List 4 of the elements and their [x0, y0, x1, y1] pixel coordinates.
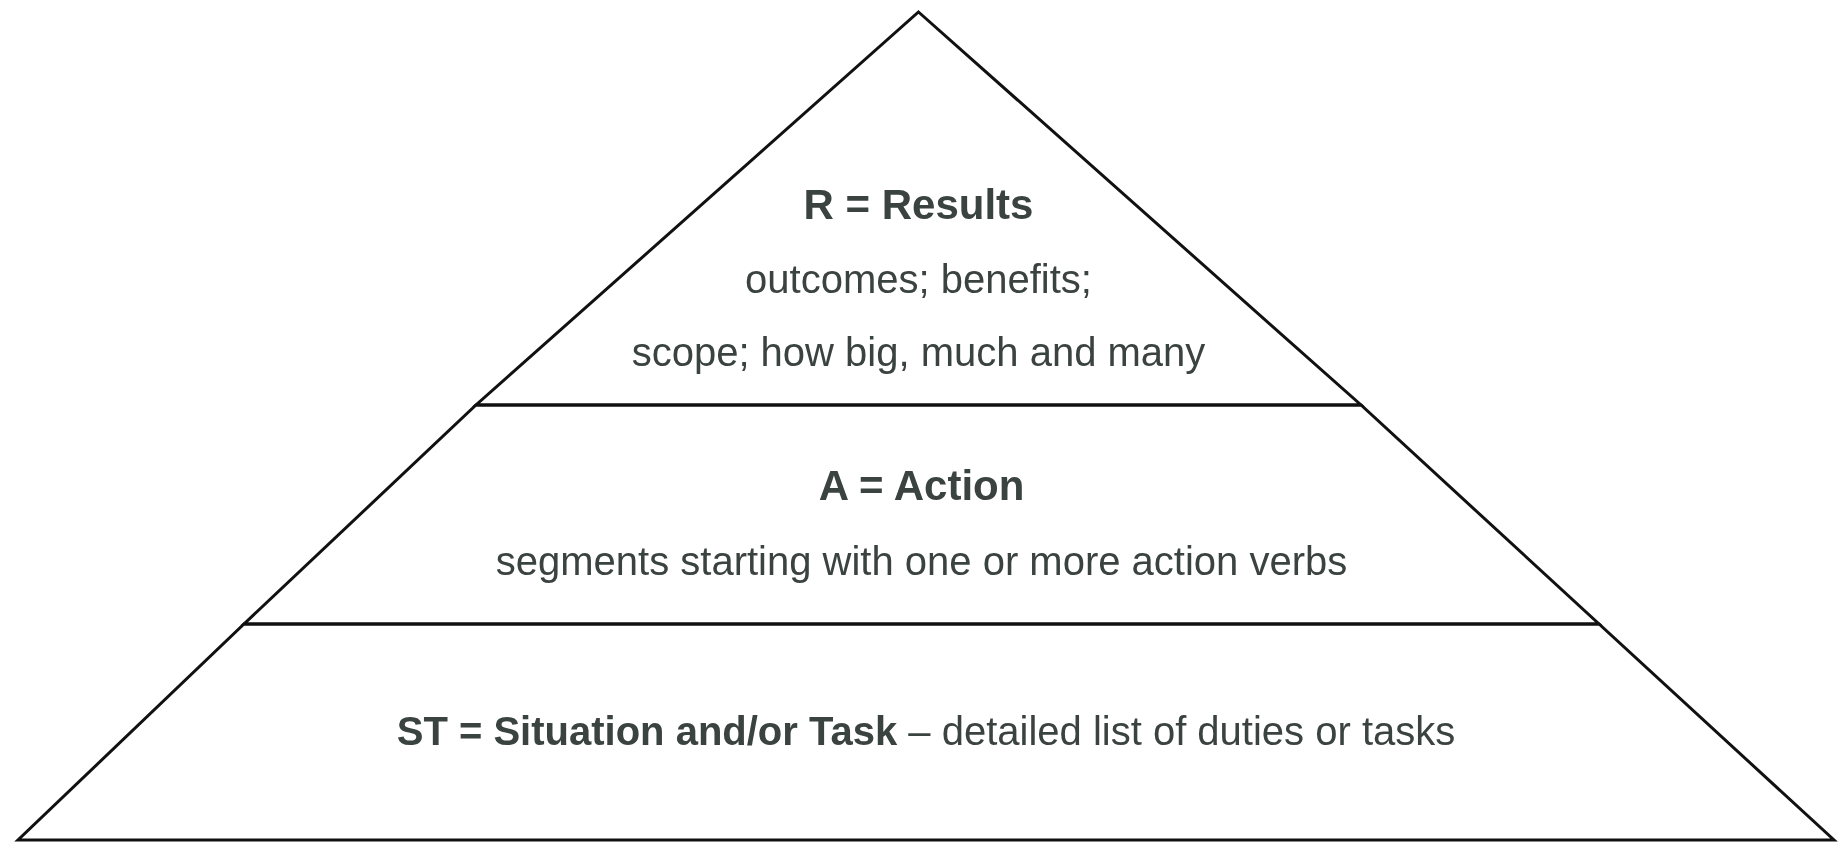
tier-description: segments starting with one or more action verbs	[495, 539, 1348, 583]
tier-description: outcomes; benefits; scope; how big, much and many	[631, 257, 1206, 374]
tier-heading: R = Results	[803, 180, 1034, 230]
tier-heading: A = Action	[818, 461, 1025, 511]
